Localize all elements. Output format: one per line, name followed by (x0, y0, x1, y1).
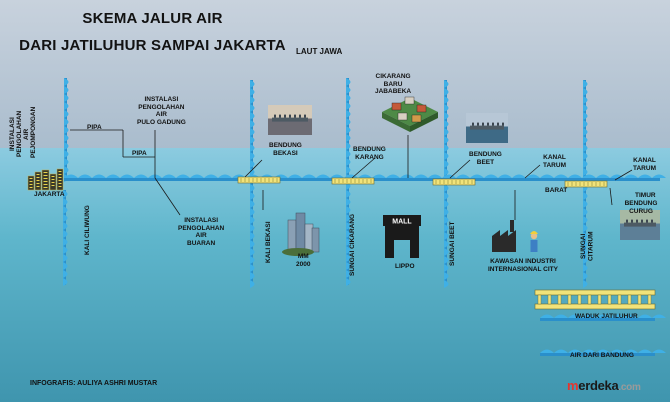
connector-kanal-barat (524, 164, 541, 179)
cikarang-industrial-area-icon (382, 96, 438, 132)
photo-bendung-curug (620, 210, 660, 240)
dam-bendung-beet (432, 178, 476, 186)
label-cikarang: CIKARANG BARU JABABEKA (375, 73, 412, 95)
label-bendung-beet: BENDUNG BEET (469, 151, 502, 166)
label-bendung-karang: BENDUNG KARANG (353, 146, 386, 161)
connector-bendung-curug (609, 187, 613, 206)
label-lippo: LIPPO (395, 263, 415, 270)
sky-background (0, 0, 670, 150)
mall-lippo-icon: MALL (383, 215, 421, 258)
title-line-2: DARI JATILUHUR SAMPAI JAKARTA (19, 37, 286, 54)
sea-background (0, 148, 670, 402)
dam-bendung-bekasi (237, 176, 281, 184)
svg-text:MALL: MALL (392, 219, 412, 226)
label-waduk-jatiluhur: WADUK JATILUHUR (575, 313, 638, 320)
river-sungai-beet (444, 80, 449, 288)
connector-bendung-karang (351, 157, 376, 179)
label-timur: TIMUR (635, 192, 656, 199)
label-instalasi-buaran: INSTALASI PENGOLAHAN AIR BUARAN (178, 217, 225, 247)
label-instalasi-pulo-gadung: INSTALASI PENGOLAHAN AIR PULO GADUNG (137, 96, 186, 126)
label-instalasi-pejompongan: INSTALASI PENGOLAHAN AIR PEJOMPONGAN (9, 106, 37, 158)
label-air-dari-bandung: AIR DARI BANDUNG (570, 352, 634, 359)
label-kanal-tarum-barat: KANAL TARUM (543, 154, 566, 169)
label-kawasan-industri: KAWASAN INDUSTRI INTERNASIONAL CITY (488, 258, 558, 273)
label-mm-2000: MM 2000 (296, 253, 311, 268)
label-bendung-bekasi: BENDUNG BEKASI (269, 142, 302, 157)
connector-buaran (154, 177, 181, 216)
factory-icon (492, 220, 538, 252)
label-laut-jawa: LAUT JAWA (296, 47, 343, 56)
connector-kanal-timur (614, 169, 633, 181)
label-kali-bekasi: KALI BEKASI (265, 221, 272, 263)
river-kali-ciliwung (63, 190, 68, 286)
label-pipa-1: PIPA (87, 124, 102, 131)
photo-bendung-bekasi (268, 105, 312, 135)
label-bendung-curug: BENDUNG CURUG (624, 200, 658, 215)
dam-bendung-curug (564, 180, 608, 188)
label-kanal-tarum-timur: KANAL TARUM (633, 157, 656, 172)
dam-waduk-jatiluhur (534, 289, 656, 310)
river-waduk-jatiluhur (540, 314, 666, 321)
dam-bendung-karang (331, 177, 375, 185)
title-line-1: SKEMA JALUR AIR (82, 10, 223, 27)
connector-bendung-bekasi (244, 159, 263, 178)
label-jakarta: JAKARTA (34, 191, 65, 198)
jakarta-skyline-icon (27, 168, 64, 191)
label-kali-ciliwung: KALI CILIWUNG (84, 205, 91, 255)
river-pejompongan (64, 78, 69, 182)
label-sungai-beet: SUNGAI BEET (449, 221, 456, 267)
label-pipa-2: PIPA (132, 150, 147, 157)
label-sungai-cikarang: SUNGAI CIKARANG (349, 213, 356, 277)
mm2000-buildings-icon (282, 212, 320, 256)
photo-bendung-beet (466, 113, 508, 143)
credit-text: INFOGRAFIS: AULIYA ASHRI MUSTAR (30, 380, 158, 387)
label-sungai-citarum: SUNGAI CITARUM (580, 231, 595, 261)
label-barat: BARAT (545, 187, 568, 194)
river-air-dari-bandung (540, 349, 666, 356)
merdeka-logo: merdeka.com (567, 378, 641, 393)
connector-bendung-beet (449, 159, 471, 179)
